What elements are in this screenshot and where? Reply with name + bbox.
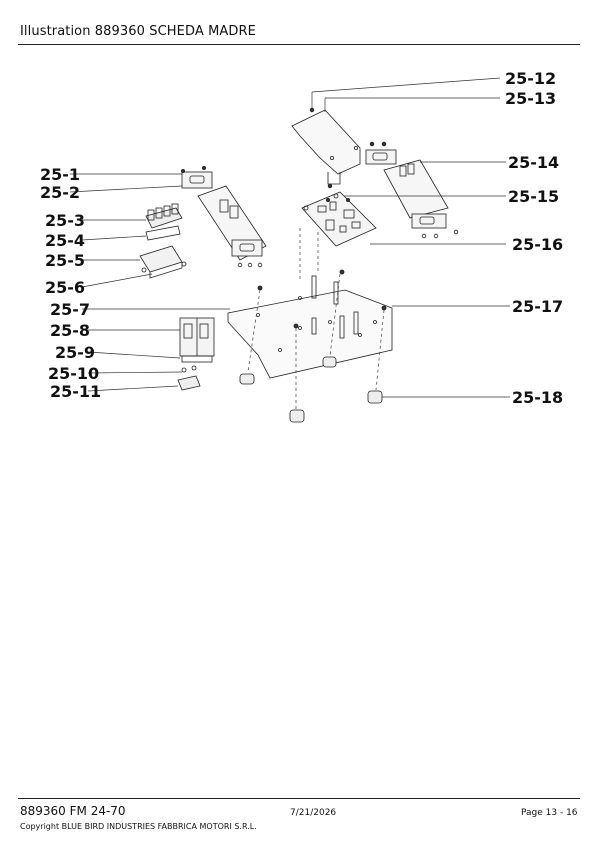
document-date: 7/21/2026 [290,808,337,818]
callout-25-12: 25-12 [505,69,556,88]
callout-25-6: 25-6 [45,278,85,297]
circuit-board [301,191,377,247]
copyright-notice: Copyright BLUE BIRD INDUSTRIES FABBRICA … [20,822,257,831]
callout-25-5: 25-5 [45,251,85,270]
document-code: 889360 FM 24-70 [20,804,126,818]
header-divider [18,44,580,45]
assembly-guide-lines [247,228,385,410]
callout-25-3: 25-3 [45,211,85,230]
page-number: Page 13 - 16 [521,808,578,818]
footer-divider [18,798,580,799]
mounting-clip [177,365,201,391]
screws [180,107,387,329]
callout-25-17: 25-17 [512,297,563,316]
callout-25-14: 25-14 [508,153,559,172]
callout-25-2: 25-2 [40,183,80,202]
callout-25-7: 25-7 [50,300,90,319]
callout-25-11: 25-11 [50,382,101,401]
leader-lines [69,77,510,398]
callout-25-8: 25-8 [50,321,90,340]
callout-25-13: 25-13 [505,89,556,108]
left-connector-assembly [181,171,267,268]
page-title: Illustration 889360 SCHEDA MADRE [20,24,256,39]
callout-25-1: 25-1 [40,165,80,184]
callout-25-16: 25-16 [512,235,563,254]
right-connector-assembly [365,149,459,239]
callout-25-9: 25-9 [55,343,95,362]
terminal-block [145,203,183,241]
callout-25-15: 25-15 [508,187,559,206]
callout-25-4: 25-4 [45,231,85,250]
base-plate [227,289,393,379]
cover-plate [291,109,361,185]
filter-module [139,245,187,279]
callout-25-18: 25-18 [512,388,563,407]
callout-25-10: 25-10 [48,364,99,383]
exploded-parts-illustration: 25-1 25-2 25-3 25-4 25-5 25-6 25-7 25-8 … [40,69,563,423]
circuit-breaker [179,317,215,363]
rubber-feet [239,356,383,423]
